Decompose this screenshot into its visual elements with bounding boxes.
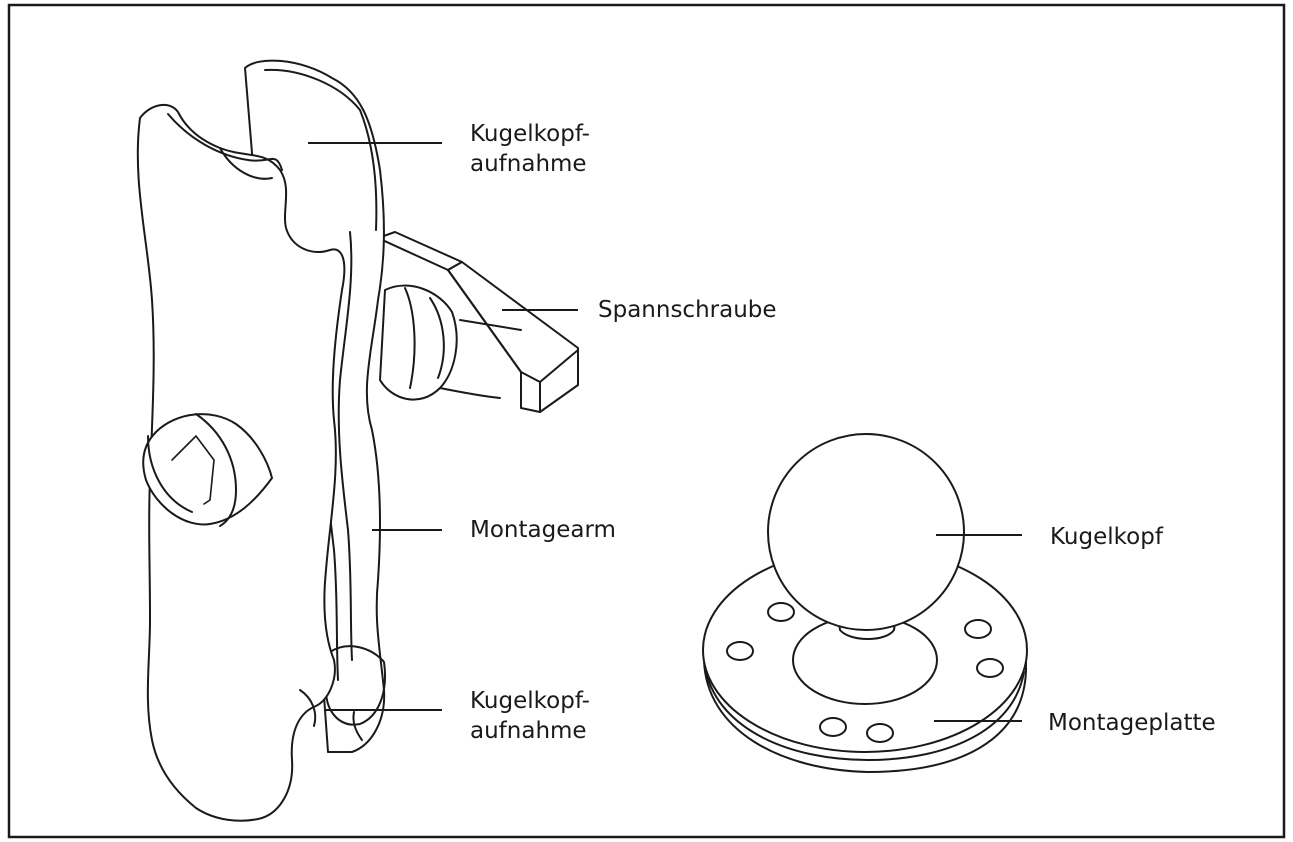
- tension-screw-illustration: [377, 231, 579, 413]
- label-ball-socket-bottom-line2: aufnahme: [470, 718, 587, 744]
- label-ball-socket-bottom-line1: Kugelkopf-: [470, 688, 590, 714]
- leader-lines: [308, 142, 1022, 722]
- label-ball-socket-top-line1: Kugelkopf-: [470, 121, 590, 147]
- diagram-frame: [7, 3, 1286, 839]
- label-mounting-arm: Montagearm: [470, 517, 616, 543]
- ball-head-illustration: [767, 433, 965, 640]
- mounting-plate-illustration: [702, 547, 1028, 773]
- label-ball-head: Kugelkopf: [1050, 524, 1164, 550]
- label-ball-socket-top-line2: aufnahme: [470, 151, 587, 177]
- knob-illustration: [142, 413, 273, 527]
- label-mounting-plate: Montageplatte: [1048, 710, 1216, 736]
- label-tension-screw: Spannschraube: [598, 297, 777, 323]
